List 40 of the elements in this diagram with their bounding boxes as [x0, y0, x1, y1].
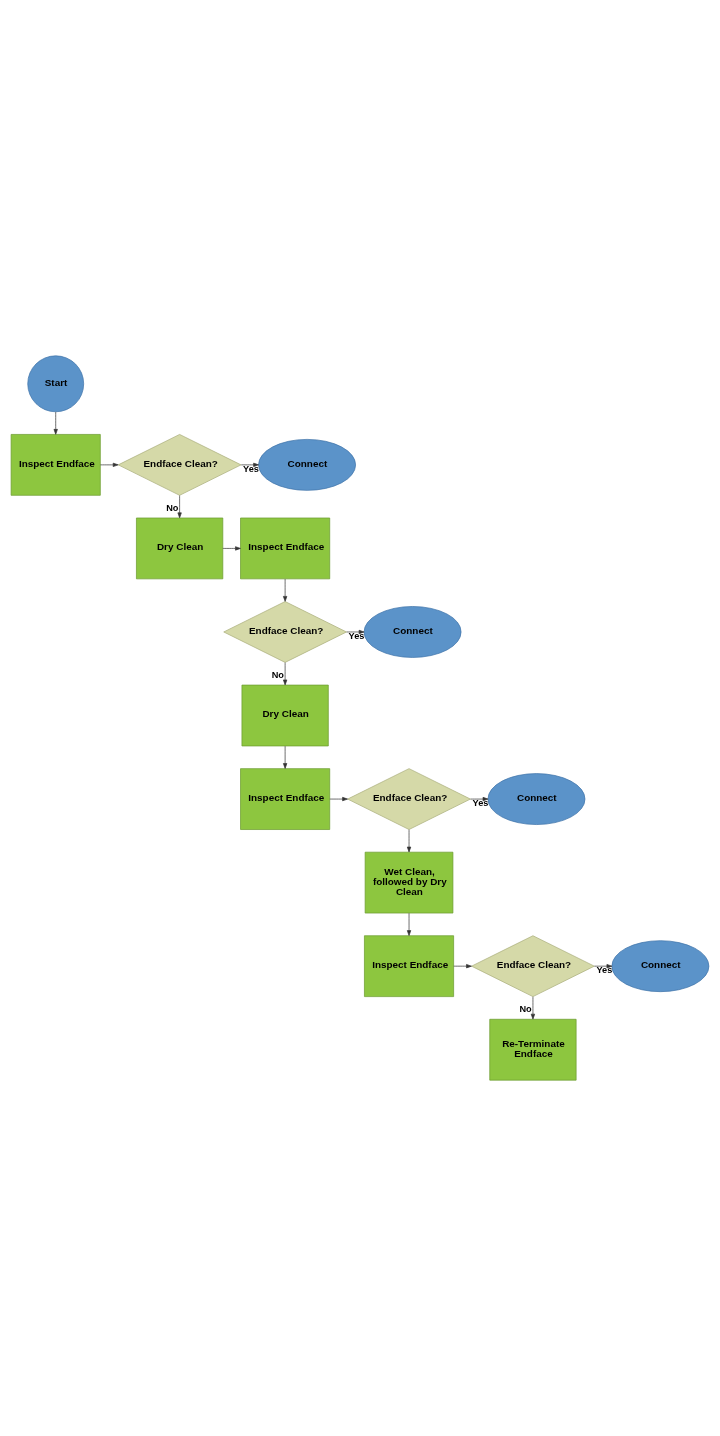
arrow	[283, 745, 288, 769]
node-diamond: Endface Clean?	[117, 434, 242, 496]
arrow	[530, 996, 536, 1020]
edge-label: No	[271, 669, 284, 680]
edge-label: Yes	[596, 964, 613, 975]
node-box: Inspect Endface	[364, 935, 454, 997]
node-box: Inspect Endface	[10, 434, 101, 496]
arrow	[53, 411, 58, 435]
node-diamond: Endface Clean?	[471, 935, 595, 997]
arrow	[346, 629, 365, 635]
arrow	[177, 495, 182, 519]
edge-label: No	[166, 502, 179, 513]
arrow	[470, 797, 489, 802]
arrow	[453, 964, 472, 969]
node-ellipse: Connect	[611, 940, 710, 992]
node-ellipse: Connect	[487, 773, 586, 825]
edge-label: Yes	[243, 463, 259, 474]
arrow	[329, 797, 348, 802]
node-diamond: Endface Clean?	[347, 768, 471, 830]
node-box: Dry Clean	[241, 684, 329, 747]
arrow	[222, 546, 241, 551]
arrow	[283, 578, 288, 602]
node-box: Inspect Endface	[240, 517, 331, 580]
arrow	[283, 662, 288, 686]
arrow	[240, 462, 259, 467]
node-diamond: Endface Clean?	[223, 601, 347, 663]
node-box: Re-Terminate Endface	[489, 1018, 577, 1081]
arrow	[100, 462, 119, 467]
edge-label: Yes	[348, 630, 365, 641]
edge-label: Yes	[472, 797, 489, 808]
edge-label: No	[519, 1004, 532, 1015]
node-box: Dry Clean	[136, 517, 224, 580]
arrow	[406, 829, 412, 853]
node-ellipse: Connect	[363, 606, 462, 658]
node-ellipse: Connect	[258, 439, 356, 491]
arrow	[406, 912, 412, 936]
node-circle: Start	[27, 355, 85, 413]
node-box: Inspect Endface	[240, 768, 331, 830]
arrow	[594, 964, 613, 969]
node-box: Wet Clean, followed by Dry Clean	[364, 851, 454, 914]
